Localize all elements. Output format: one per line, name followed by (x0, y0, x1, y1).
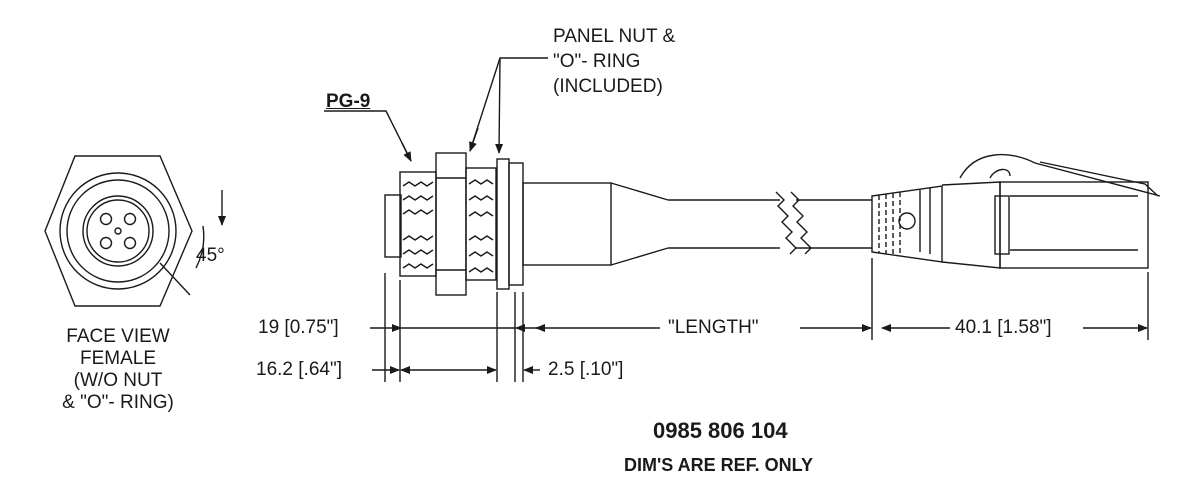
rj45-plug-drawing (871, 153, 1161, 269)
dim-plug-length: 40.1 [1.58"] (955, 317, 1052, 338)
dimension-lines (370, 258, 1149, 382)
panel-nut-callout: PANEL NUT & "O"- RING (INCLUDED) (553, 26, 675, 98)
callout-leaders (324, 57, 548, 162)
panel-nut-line: PANEL NUT & (553, 26, 676, 47)
pg9-callout: PG-9 (326, 91, 371, 112)
panel-nut-line: "O"- RING (553, 51, 641, 72)
face-view-line: & "O"- RING) (62, 392, 174, 413)
face-view-line: (W/O NUT (73, 370, 163, 391)
face-view-line: FEMALE (79, 348, 157, 369)
angle-label: 45° (196, 245, 225, 266)
dim-gap: 2.5 [.10"] (548, 359, 624, 380)
dim-cable-length: "LENGTH" (668, 317, 759, 338)
dim-overall-body: 19 [0.75"] (258, 317, 339, 338)
panel-nut-line: (INCLUDED) (553, 76, 663, 97)
part-number: 0985 806 104 (653, 418, 788, 443)
dim-thread-length: 16.2 [.64"] (256, 359, 342, 380)
face-view-line: FACE VIEW (66, 326, 170, 347)
face-view-caption: FACE VIEW FEMALE (W/O NUT & "O"- RING) (46, 326, 190, 414)
reference-note: DIM'S ARE REF. ONLY (624, 455, 813, 475)
face-view-drawing (44, 155, 226, 307)
connector-side-view (384, 152, 872, 296)
